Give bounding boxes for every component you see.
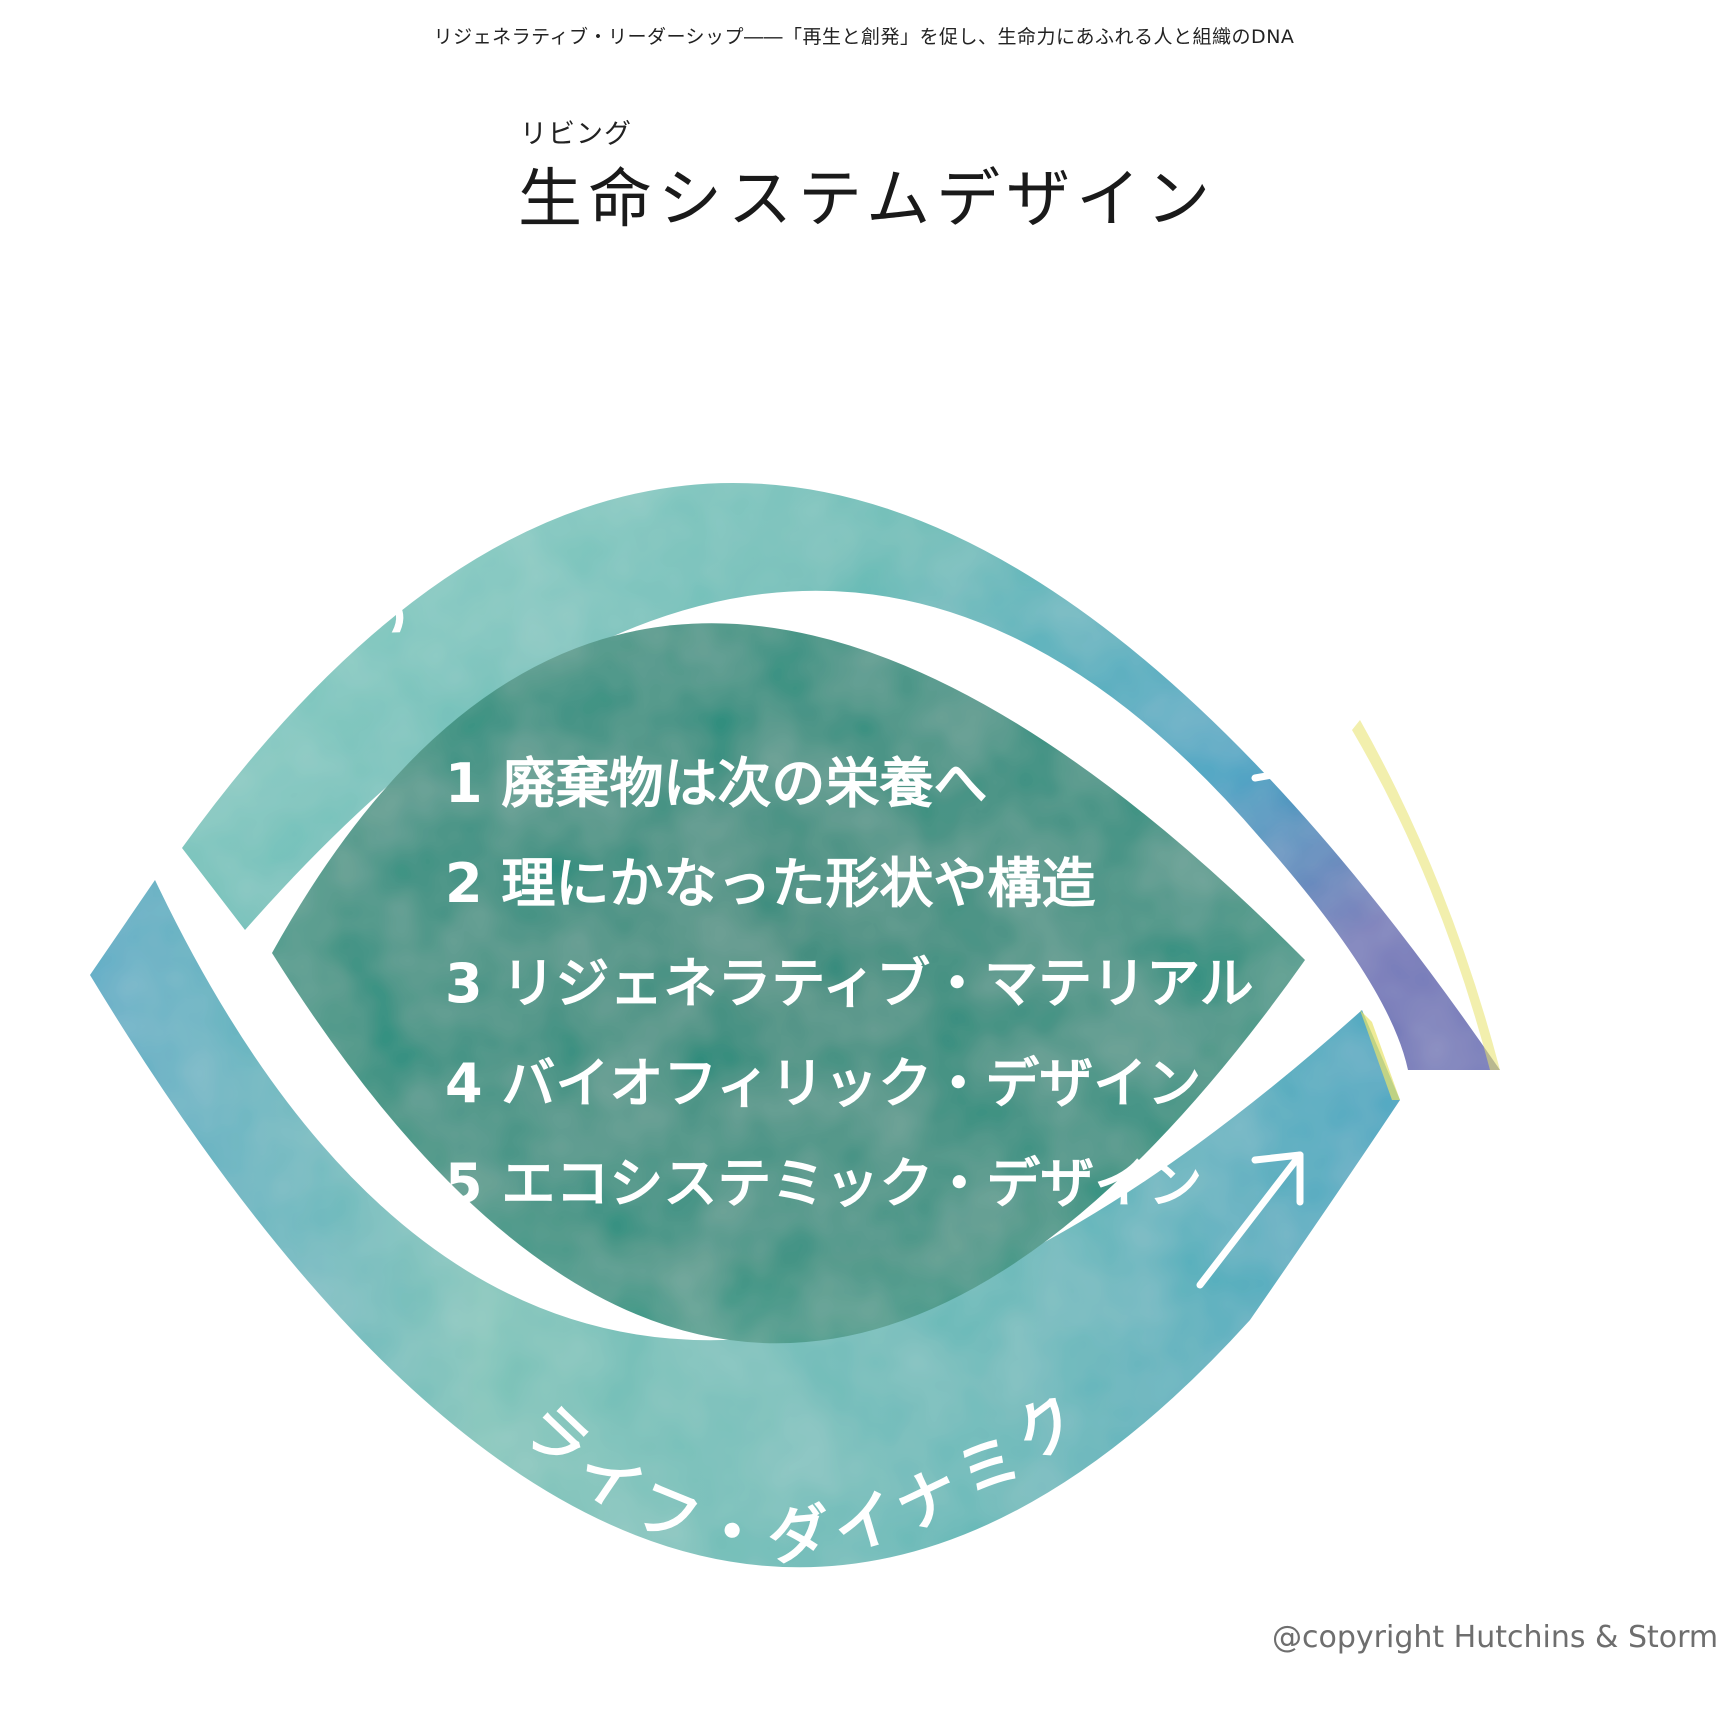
bottom-band	[90, 880, 1400, 1568]
title-ruby: リビング	[520, 119, 632, 150]
top-arrow-icon	[1161, 656, 1304, 782]
list-item-1: 1 廃棄物は次の栄養へ	[445, 752, 987, 815]
page-title: 生命システムデザイン	[518, 163, 1217, 237]
list-item-3: 3 リジェネラティブ・マテリアル	[445, 952, 1254, 1015]
top-band-accent	[1352, 720, 1500, 1070]
core-shape	[272, 623, 1305, 1344]
top-band	[182, 482, 1500, 1070]
item-list: 1 廃棄物は次の栄養へ 2 理にかなった形状や構造 3 リジェネラティブ・マテリ…	[445, 752, 1254, 1215]
list-item-2: 2 理にかなった形状や構造	[445, 852, 1095, 915]
copyright-text: @copyright Hutchins & Storm	[1272, 1620, 1719, 1655]
bottom-arrow-icon	[1196, 1151, 1304, 1289]
book-title: リジェネラティブ・リーダーシップ――「再生と創発」を促し、生命力にあふれる人と組…	[433, 26, 1295, 48]
list-item-5: 5 エコシステミック・デザイン	[445, 1152, 1202, 1215]
list-item-4: 4 バイオフィリック・デザイン	[445, 1052, 1201, 1115]
bottom-band-accent	[1360, 1010, 1400, 1100]
